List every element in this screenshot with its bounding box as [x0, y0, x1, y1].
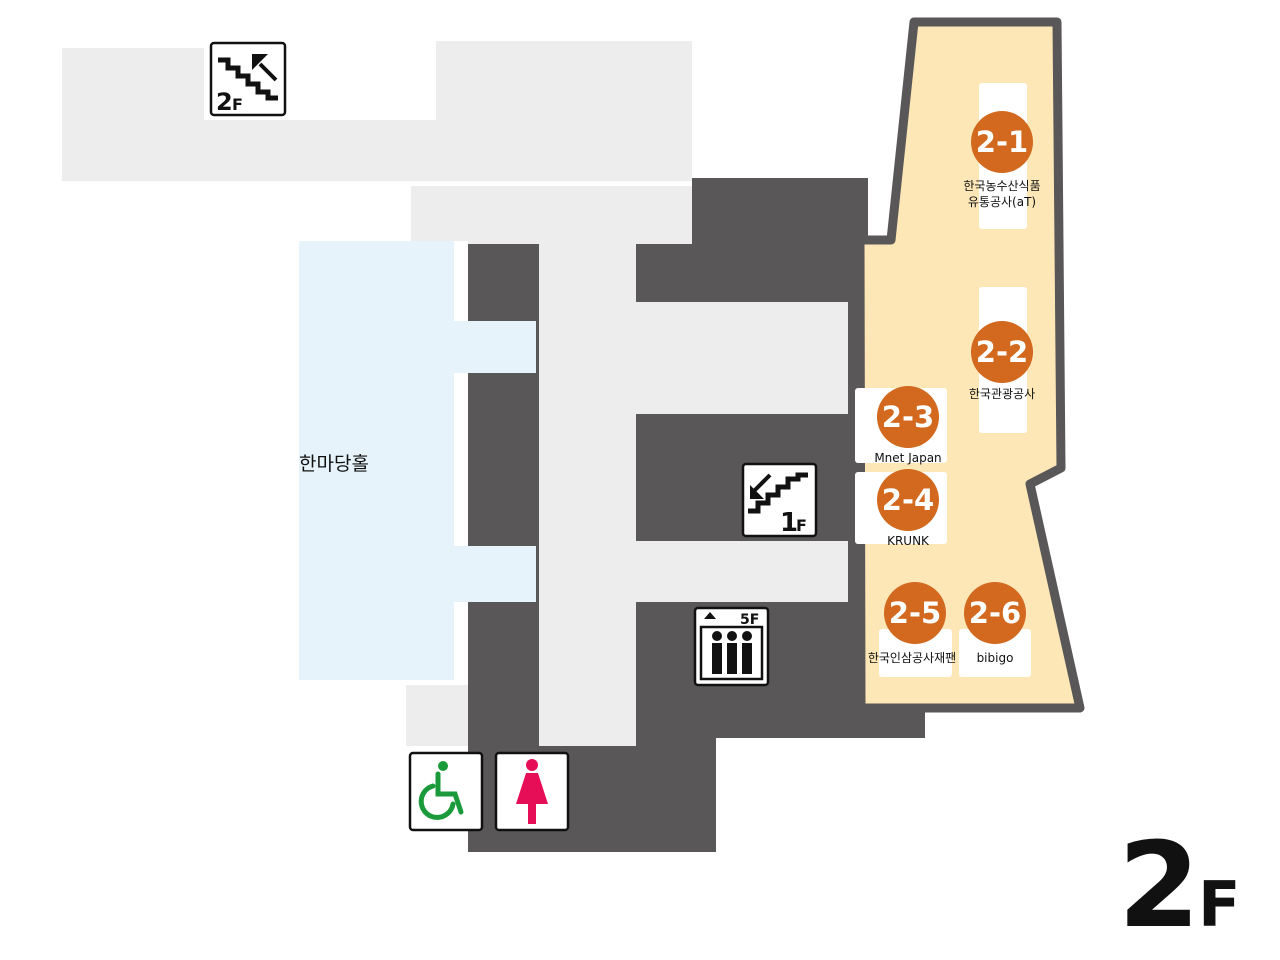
corridor-right-lower: [636, 541, 848, 602]
booth-label-2-1: 유통공사(aT): [968, 195, 1036, 209]
corridor-right-upper: [636, 302, 848, 414]
booth-number-2-3: 2-3: [882, 400, 934, 434]
structure-left-column: [468, 244, 539, 685]
booth-number-2-4: 2-4: [882, 483, 934, 517]
hall-gap-2: [454, 373, 468, 546]
stairs-down-icon[interactable]: 1 F: [741, 462, 818, 538]
booth-label-2-1: 한국농수산식품: [963, 179, 1040, 193]
booth-label-2-4: KRUNK: [887, 534, 930, 548]
hall-gap-3: [454, 602, 468, 680]
booth-marker-2-5[interactable]: [884, 582, 946, 644]
svg-text:F: F: [232, 95, 243, 114]
booth-marker-2-2[interactable]: [971, 321, 1033, 383]
elevator-icon[interactable]: 5F: [693, 606, 770, 687]
svg-text:1: 1: [780, 508, 798, 538]
booth-label-2-3: Mnet Japan: [874, 451, 941, 465]
floor-number: 2: [1118, 816, 1200, 954]
hall: 한마당홀: [299, 241, 536, 680]
hall-tab-upper: [454, 321, 536, 373]
booth-number-2-2: 2-2: [976, 335, 1028, 369]
booth-card-2-5: [879, 629, 952, 677]
svg-text:5F: 5F: [740, 612, 759, 628]
booth-marker-2-3[interactable]: [877, 386, 939, 448]
svg-text:2: 2: [216, 88, 233, 116]
svg-text:F: F: [796, 516, 807, 535]
booth-number-2-6: 2-6: [969, 596, 1021, 630]
corridor-vertical: [539, 186, 636, 746]
hall-tab-lower: [454, 546, 536, 602]
hall-area: [299, 241, 454, 680]
female-restroom-icon[interactable]: [494, 751, 570, 832]
booth-marker-2-1[interactable]: [971, 111, 1033, 173]
hall-gap-1: [454, 241, 468, 321]
hall-label: 한마당홀: [299, 453, 369, 475]
floor-suffix: F: [1198, 868, 1240, 941]
booth-number-2-1: 2-1: [976, 125, 1028, 159]
corridor-top-right: [436, 41, 692, 181]
booth-marker-2-6[interactable]: [964, 582, 1026, 644]
booth-marker-2-4[interactable]: [877, 469, 939, 531]
booth-card-2-6: [959, 629, 1031, 677]
wheelchair-restroom-icon[interactable]: [408, 751, 484, 832]
structure-main: [468, 178, 925, 852]
booth-label-2-2: 한국관광공사: [969, 387, 1035, 401]
booth-label-2-6: bibigo: [977, 651, 1014, 665]
floor-indicator: 2F: [1118, 826, 1241, 944]
booth-label-2-5: 한국인삼공사재팬: [868, 651, 956, 665]
stairs-up-icon[interactable]: 2 F: [209, 41, 287, 117]
booth-number-2-5: 2-5: [889, 596, 941, 630]
